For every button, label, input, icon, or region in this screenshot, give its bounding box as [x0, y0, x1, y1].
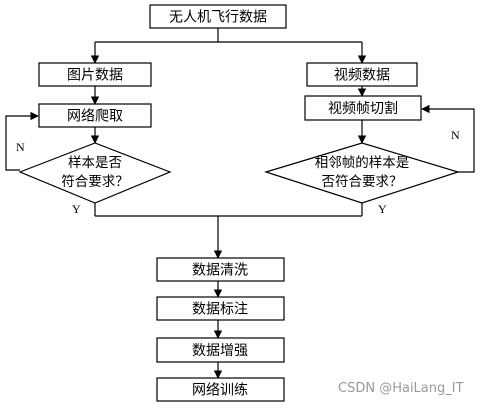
left-decision-line2: 符合要求？ [61, 174, 129, 190]
web-crawl-box [38, 103, 152, 128]
right-decision-diamond [263, 142, 461, 204]
frame-cut-box [304, 95, 422, 121]
annotation-label: 数据标注 [192, 302, 248, 318]
left-no-label: N [16, 140, 25, 154]
annotation-box [156, 296, 285, 321]
video-data-box [306, 62, 418, 87]
augmentation-box [156, 337, 285, 363]
cleaning-label: 数据清洗 [192, 263, 248, 279]
right-decision-line2: 否符合要求？ [322, 174, 403, 190]
start-label: 无人机飞行数据 [169, 10, 267, 26]
web-crawl-label: 网络爬取 [67, 109, 123, 125]
frame-cut-label: 视频帧切割 [328, 100, 398, 117]
left-decision-diamond [18, 142, 172, 204]
loop-left-no [5, 111, 39, 171]
right-yes-label: Y [378, 202, 387, 216]
watermark: CSDN @HaiLang_IT [338, 381, 464, 396]
video-data-label: 视频数据 [334, 68, 390, 84]
right-decision-line1: 相邻帧的样本是 [315, 155, 410, 171]
loop-right-no [421, 104, 475, 173]
image-data-box [38, 62, 152, 87]
left-decision-line1: 样本是否 [68, 155, 122, 171]
training-box [156, 377, 285, 402]
training-label: 网络训练 [192, 383, 248, 399]
right-no-label: N [451, 128, 460, 142]
augmentation-label: 数据增强 [192, 343, 248, 359]
cleaning-box [156, 257, 285, 282]
left-yes-label: Y [72, 202, 81, 216]
image-data-label: 图片数据 [67, 68, 123, 84]
start-box [149, 4, 287, 29]
